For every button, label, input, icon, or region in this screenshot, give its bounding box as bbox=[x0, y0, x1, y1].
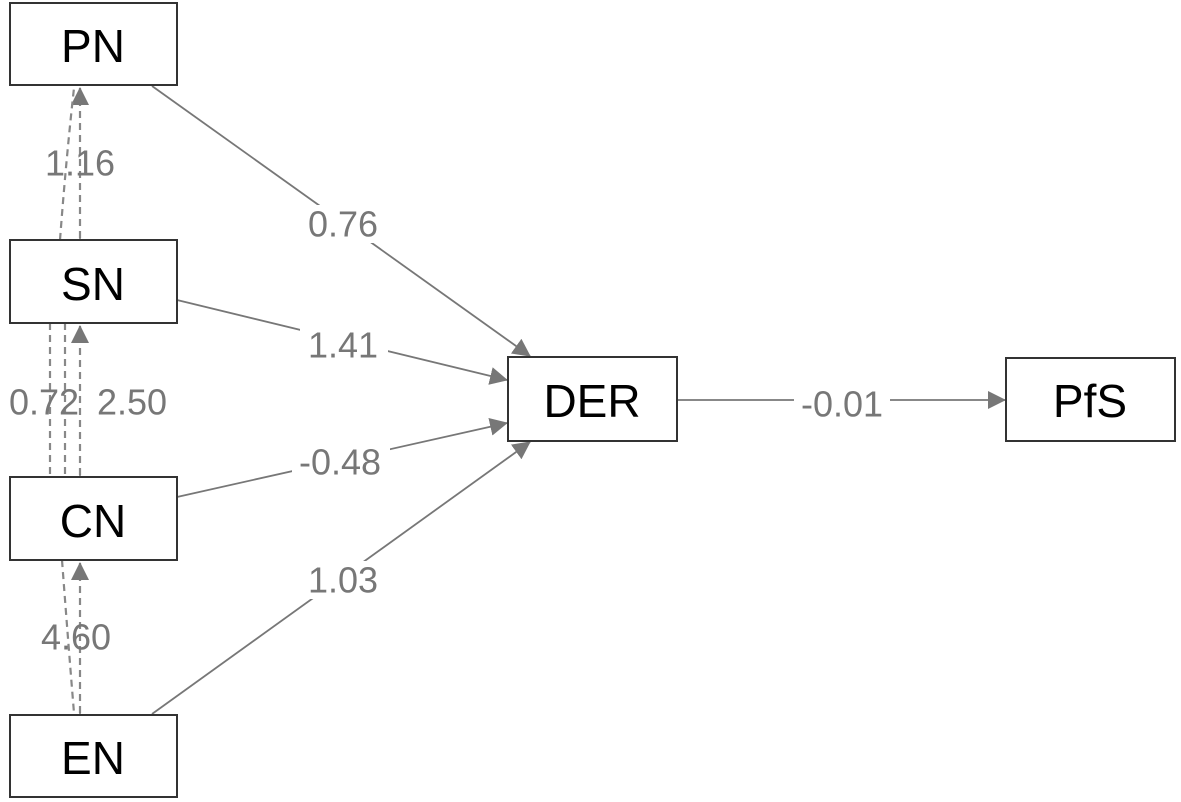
node-pn: PN bbox=[9, 2, 178, 86]
path-label-sn-der: 1.41 bbox=[308, 325, 378, 366]
node-sn: SN bbox=[9, 239, 178, 324]
node-label: DER bbox=[543, 375, 640, 427]
covariance-lines bbox=[48, 87, 89, 730]
cov-pn-cn bbox=[58, 87, 76, 241]
cov-sn-en-lower bbox=[60, 559, 76, 714]
cov-label-sn-cn-a: 0.72 bbox=[9, 382, 79, 423]
node-cn: CN bbox=[9, 476, 178, 561]
path-label-pn-der: 0.76 bbox=[308, 204, 378, 245]
cov-label-sn-cn-b: 2.50 bbox=[97, 382, 167, 423]
node-en: EN bbox=[9, 714, 178, 798]
cov-label-cn-en: 4.60 bbox=[41, 617, 111, 658]
cov-label-pn-sn: 1.16 bbox=[45, 143, 115, 184]
node-label: EN bbox=[61, 732, 125, 784]
node-label: PfS bbox=[1053, 375, 1127, 427]
node-label: PN bbox=[61, 20, 125, 72]
node-pfs: PfS bbox=[1005, 357, 1176, 442]
node-label: CN bbox=[60, 495, 126, 547]
node-der: DER bbox=[507, 356, 678, 442]
path-label-cn-der: -0.48 bbox=[299, 442, 381, 483]
path-label-der-pfs: -0.01 bbox=[801, 384, 883, 425]
node-label: SN bbox=[61, 258, 125, 310]
path-label-en-der: 1.03 bbox=[308, 560, 378, 601]
